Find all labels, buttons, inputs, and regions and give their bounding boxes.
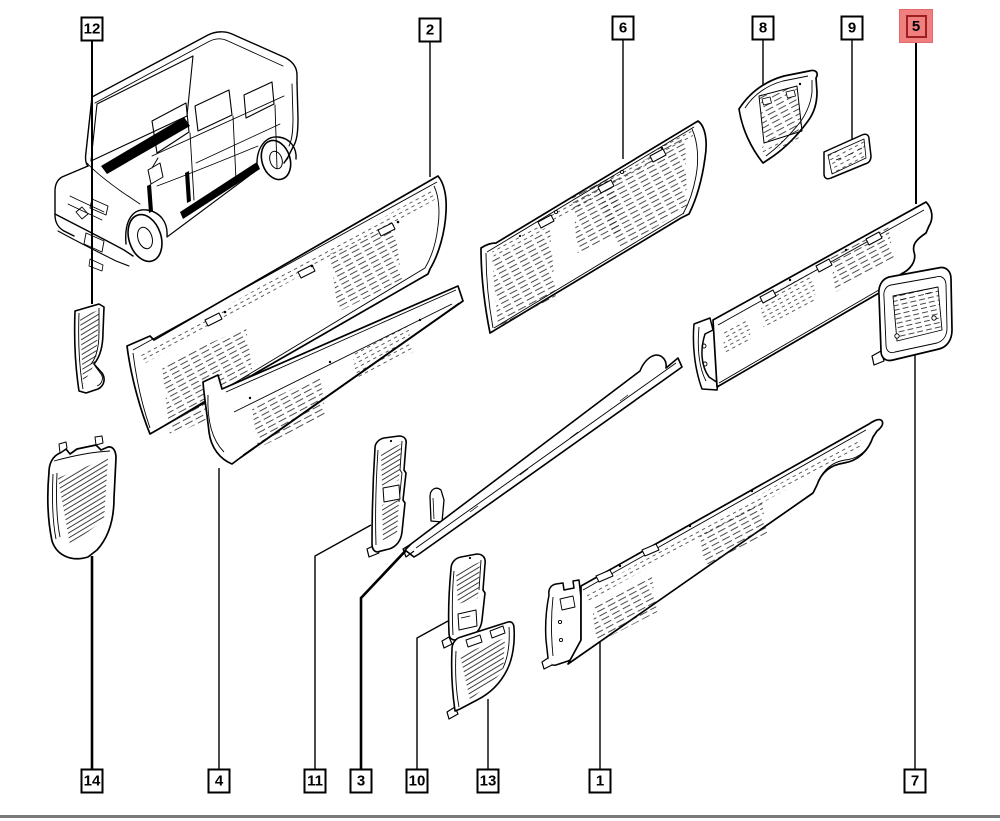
part-13-drawing <box>446 621 516 720</box>
part-3-drawing <box>402 354 683 558</box>
callout-label: 2 <box>425 21 435 39</box>
callout-2[interactable]: 2 <box>418 17 442 43</box>
part-14-drawing <box>46 435 117 560</box>
callout-label: 14 <box>83 772 101 790</box>
part-1-drawing <box>541 418 884 670</box>
callout-label: 10 <box>408 772 426 790</box>
part-2-drawing <box>126 175 448 436</box>
leader-11 <box>314 524 372 769</box>
part-12-drawing <box>73 303 105 394</box>
callout-label: 1 <box>595 772 605 790</box>
callout-label: 8 <box>758 19 768 37</box>
callout-4[interactable]: 4 <box>207 768 231 794</box>
part-10-drawing <box>441 553 486 649</box>
callout-12[interactable]: 12 <box>80 16 104 42</box>
van-illustration <box>54 31 299 272</box>
part-11-drawing <box>366 435 407 558</box>
leader-10 <box>416 620 449 769</box>
callout-label: 12 <box>83 20 101 38</box>
callout-5-highlighted[interactable]: 5 <box>899 9 933 43</box>
callout-label: 9 <box>847 19 857 37</box>
part-9-drawing <box>823 133 872 180</box>
part-6-drawing <box>480 120 708 334</box>
callout-label: 3 <box>356 772 366 790</box>
leader-3 <box>359 544 412 769</box>
callout-label: 13 <box>479 772 497 790</box>
part-5-drawing <box>692 201 933 391</box>
footer-divider-bar <box>0 815 1000 818</box>
callout-5-box: 5 <box>905 14 927 38</box>
part-7-drawing <box>871 266 953 366</box>
callout-8[interactable]: 8 <box>751 15 775 41</box>
callout-label: 11 <box>307 772 323 790</box>
callout-6[interactable]: 6 <box>611 15 635 41</box>
callout-14[interactable]: 14 <box>80 768 104 794</box>
leader-lines <box>90 40 917 769</box>
callout-1[interactable]: 1 <box>588 768 612 794</box>
callout-3[interactable]: 3 <box>349 768 373 794</box>
part-8-drawing <box>738 69 818 164</box>
callout-label: 5 <box>911 17 921 35</box>
callout-10[interactable]: 10 <box>405 768 429 794</box>
callout-label: 6 <box>618 19 628 37</box>
part-4-drawing <box>202 285 464 465</box>
callout-9[interactable]: 9 <box>840 15 864 41</box>
callout-13[interactable]: 13 <box>476 768 500 794</box>
callout-7[interactable]: 7 <box>903 768 927 794</box>
callout-label: 7 <box>910 772 920 790</box>
callout-11[interactable]: 11 <box>303 768 327 794</box>
callout-label: 4 <box>214 772 224 790</box>
